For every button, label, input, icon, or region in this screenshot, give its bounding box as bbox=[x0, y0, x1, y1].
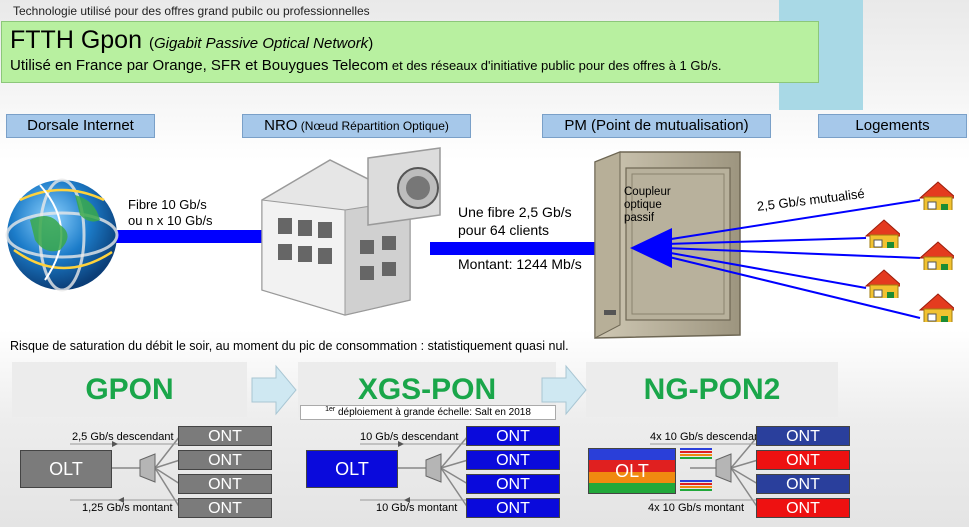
coupleur-label: Coupleur optique passif bbox=[624, 186, 671, 225]
title-line2-main: Utilisé en France par Orange, SFR et Bou… bbox=[10, 57, 389, 74]
globe-icon bbox=[5, 178, 119, 292]
arrow-right-icon bbox=[541, 364, 587, 416]
house-icon bbox=[864, 269, 900, 298]
arrow-right-icon bbox=[251, 364, 297, 416]
network-diagram bbox=[5, 147, 921, 339]
building-icon bbox=[261, 147, 441, 316]
gpon-ont: ONT bbox=[178, 426, 272, 446]
house-icon bbox=[918, 181, 954, 210]
xgspon-ont: ONT bbox=[466, 474, 560, 494]
house-icon bbox=[918, 241, 954, 270]
ngpon2-ont: ONT bbox=[756, 498, 850, 518]
ngpon2-up-rate: 4x 10 Gb/s montant bbox=[648, 502, 744, 514]
fibre-label-line1: Fibre 10 Gb/s bbox=[128, 197, 207, 212]
gpon-ont: ONT bbox=[178, 474, 272, 494]
backbone-fiber bbox=[100, 230, 275, 243]
title-paren-close: ) bbox=[368, 35, 374, 52]
montant-label: Montant: 1244 Mb/s bbox=[458, 256, 582, 272]
gpon-olt: OLT bbox=[20, 450, 112, 488]
ngpon2-ont: ONT bbox=[756, 474, 850, 494]
ngpon2-down-rate: 4x 10 Gb/s descendant bbox=[650, 431, 764, 443]
ngpon2-ont: ONT bbox=[756, 426, 850, 446]
une-fibre-line1: Une fibre 2,5 Gb/s bbox=[458, 204, 572, 220]
title-line2-small: et des réseaux d'initiative public pour … bbox=[388, 58, 722, 73]
title-description: Utilisé en France par Orange, SFR et Bou… bbox=[10, 57, 721, 74]
fibre-label: Fibre 10 Gb/s ou n x 10 Gb/s bbox=[128, 197, 213, 229]
top-note: Technologie utilisé pour des offres gran… bbox=[13, 4, 370, 18]
header-logements: Logements bbox=[818, 114, 967, 138]
nro-pm-fiber bbox=[430, 242, 645, 255]
deployment-note-sup: 1er bbox=[325, 406, 336, 413]
coupleur-line1: Coupleur bbox=[624, 186, 671, 198]
title-paren-open: ( bbox=[148, 35, 154, 52]
gen-gpon-title: GPON bbox=[12, 362, 247, 417]
gpon-ont: ONT bbox=[178, 450, 272, 470]
deployment-note-text: déploiement à grande échelle: Salt en 20… bbox=[335, 407, 531, 418]
risk-text: Risque de saturation du débit le soir, a… bbox=[10, 339, 569, 353]
coupleur-line3: passif bbox=[624, 212, 655, 224]
page-title: FTTH Gpon (Gigabit Passive Optical Netwo… bbox=[10, 26, 373, 55]
header-nro: NRO (Nœud Répartition Optique) bbox=[242, 114, 471, 138]
gpon-up-rate: 1,25 Gb/s montant bbox=[82, 502, 173, 514]
gen-ngpon2-title: NG-PON2 bbox=[586, 362, 838, 417]
ngpon2-olt: OLT bbox=[615, 461, 649, 481]
title-box bbox=[1, 21, 819, 83]
gpon-down-rate: 2,5 Gb/s descendant bbox=[72, 431, 174, 443]
pon-panels-lines bbox=[70, 435, 759, 509]
xgspon-up-rate: 10 Gb/s montant bbox=[376, 502, 458, 514]
distribution-fibers bbox=[664, 199, 921, 319]
header-dorsale: Dorsale Internet bbox=[6, 114, 155, 138]
coupler-icon bbox=[630, 228, 672, 268]
xgspon-down-rate: 10 Gb/s descendant bbox=[360, 431, 459, 443]
une-fibre-label: Une fibre 2,5 Gb/s pour 64 clients bbox=[458, 203, 572, 239]
header-nro-small: (Nœud Répartition Optique) bbox=[297, 119, 449, 133]
header-nro-main: NRO bbox=[264, 117, 298, 134]
title-subtitle: Gigabit Passive Optical Network bbox=[153, 35, 369, 52]
ngpon2-ont: ONT bbox=[756, 450, 850, 470]
deployment-note: 1er déploiement à grande échelle: Salt e… bbox=[300, 405, 556, 420]
xgspon-olt: OLT bbox=[306, 450, 398, 488]
une-fibre-line2: pour 64 clients bbox=[458, 222, 550, 238]
xgspon-ont: ONT bbox=[466, 498, 560, 518]
xgspon-ont: ONT bbox=[466, 450, 560, 470]
title-main-text: FTTH Gpon bbox=[10, 26, 142, 54]
gpon-ont: ONT bbox=[178, 498, 272, 518]
house-icon bbox=[918, 293, 954, 322]
ngpon2-olt-stack bbox=[588, 448, 676, 494]
fibre-label-line2: ou n x 10 Gb/s bbox=[128, 213, 213, 228]
xgspon-ont: ONT bbox=[466, 426, 560, 446]
header-pm: PM (Point de mutualisation) bbox=[542, 114, 771, 138]
house-icon bbox=[864, 219, 900, 248]
coupleur-line2: optique bbox=[624, 199, 662, 211]
